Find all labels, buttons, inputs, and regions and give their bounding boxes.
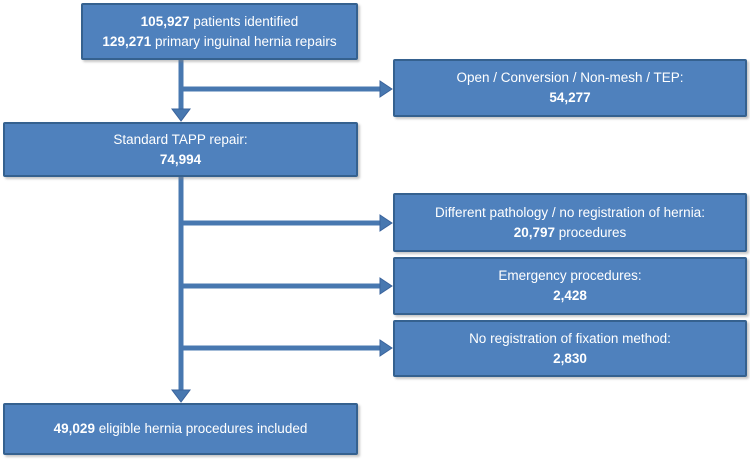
flow-box-excluded-fixation: No registration of fixation method: 2,83… (393, 320, 747, 377)
arrowhead-down-tapp-icon (171, 108, 191, 122)
box-line: 20,797 procedures (513, 224, 627, 240)
flow-box-excluded-pathology: Different pathology / no registration of… (393, 193, 747, 252)
box-line: Standard TAPP repair: (113, 131, 248, 147)
arrowhead-right-fixation-icon (379, 339, 393, 357)
box-line: 74,994 (159, 151, 202, 167)
flow-box-included: 49,029 eligible hernia procedures includ… (3, 403, 358, 455)
box-line: 2,830 (553, 350, 587, 366)
arrowhead-right-open-icon (379, 80, 393, 98)
box-line: No registration of fixation method: (469, 330, 671, 346)
arrowhead-down-included-icon (171, 389, 191, 403)
flow-box-excluded-open-conversion: Open / Conversion / Non-mesh / TEP: 54,2… (393, 59, 747, 117)
box-line: 49,029 eligible hernia procedures includ… (53, 421, 308, 436)
flow-box-standard-tapp: Standard TAPP repair: 74,994 (3, 122, 358, 177)
box-line: Open / Conversion / Non-mesh / TEP: (456, 70, 684, 85)
flow-box-patients-identified: 105,927 patients identified 129,271 prim… (81, 3, 358, 60)
arrowhead-right-pathology-icon (379, 214, 393, 232)
arrowhead-right-emergency-icon (379, 277, 393, 295)
box-line: Different pathology / no registration of… (435, 204, 705, 220)
flow-box-excluded-emergency: Emergency procedures: 2,428 (393, 257, 747, 315)
box-line: 105,927 patients identified (140, 13, 299, 29)
box-line: 129,271 primary inguinal hernia repairs (102, 33, 337, 49)
box-line: 54,277 (549, 90, 591, 105)
box-line: Emergency procedures: (498, 268, 642, 283)
box-line: 2,428 (553, 288, 587, 303)
